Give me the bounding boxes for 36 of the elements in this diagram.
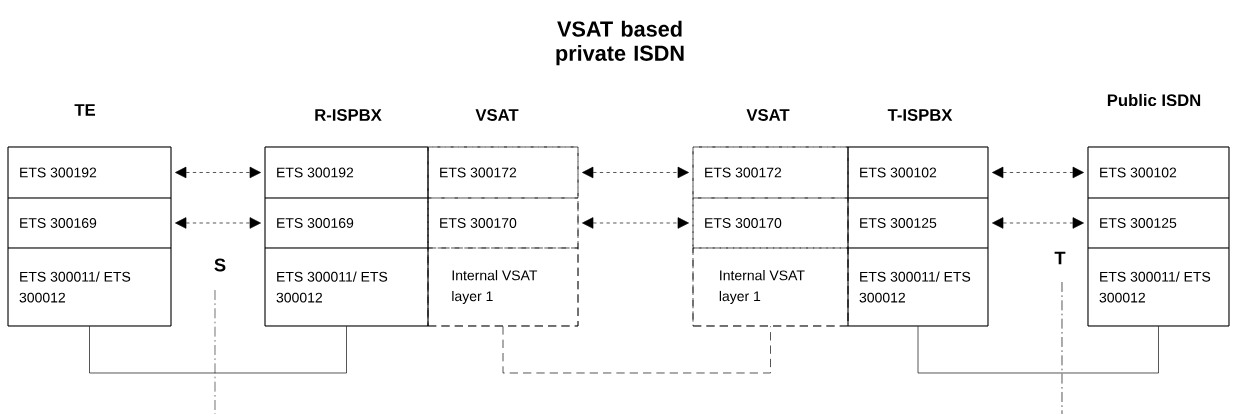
protocol-cell: ETS 300169 <box>7 197 172 249</box>
protocol-cell: ETS 300011/ ETS 300012 <box>1087 247 1230 327</box>
arrow <box>582 166 689 179</box>
node-label: T-ISPBX <box>887 109 953 121</box>
protocol-cell: ETS 300192 <box>264 146 429 199</box>
connection-line <box>89 326 347 374</box>
protocol-cell: ETS 300172 <box>692 146 849 199</box>
protocol-cell: ETS 300011/ ETS 300012 <box>264 247 429 327</box>
node-label: VSAT <box>746 109 790 121</box>
reference-point-label: T <box>1054 251 1066 265</box>
protocol-cell: ETS 300125 <box>847 197 989 249</box>
arrow <box>175 166 261 179</box>
protocol-cell: ETS 300011/ ETS 300012 <box>847 247 989 327</box>
protocol-cell: ETS 300192 <box>7 146 172 199</box>
node-label: TE <box>74 104 96 116</box>
reference-point-label: S <box>214 258 226 272</box>
connection-line <box>917 326 1159 374</box>
protocol-cell: Internal VSAT layer 1 <box>427 247 579 327</box>
protocol-cell: ETS 300102 <box>847 146 989 199</box>
arrow <box>992 166 1084 179</box>
arrow <box>582 217 689 229</box>
title: VSAT based private ISDN <box>556 20 684 66</box>
node-label: VSAT <box>475 109 519 121</box>
node-label: Public ISDN <box>1107 93 1201 107</box>
protocol-cell: ETS 300011/ ETS 300012 <box>7 247 172 327</box>
protocol-cell: ETS 300102 <box>1087 146 1230 199</box>
node-label: R-ISPBX <box>315 109 382 121</box>
protocol-cell: ETS 300169 <box>264 197 429 249</box>
connection-line <box>502 326 771 374</box>
protocol-cell: ETS 300172 <box>427 146 579 199</box>
protocol-cell: ETS 300170 <box>427 197 579 249</box>
arrow <box>175 217 261 229</box>
arrow <box>992 217 1084 229</box>
protocol-cell: ETS 300125 <box>1087 197 1230 249</box>
protocol-cell: Internal VSAT layer 1 <box>692 247 849 327</box>
protocol-cell: ETS 300170 <box>692 197 849 249</box>
